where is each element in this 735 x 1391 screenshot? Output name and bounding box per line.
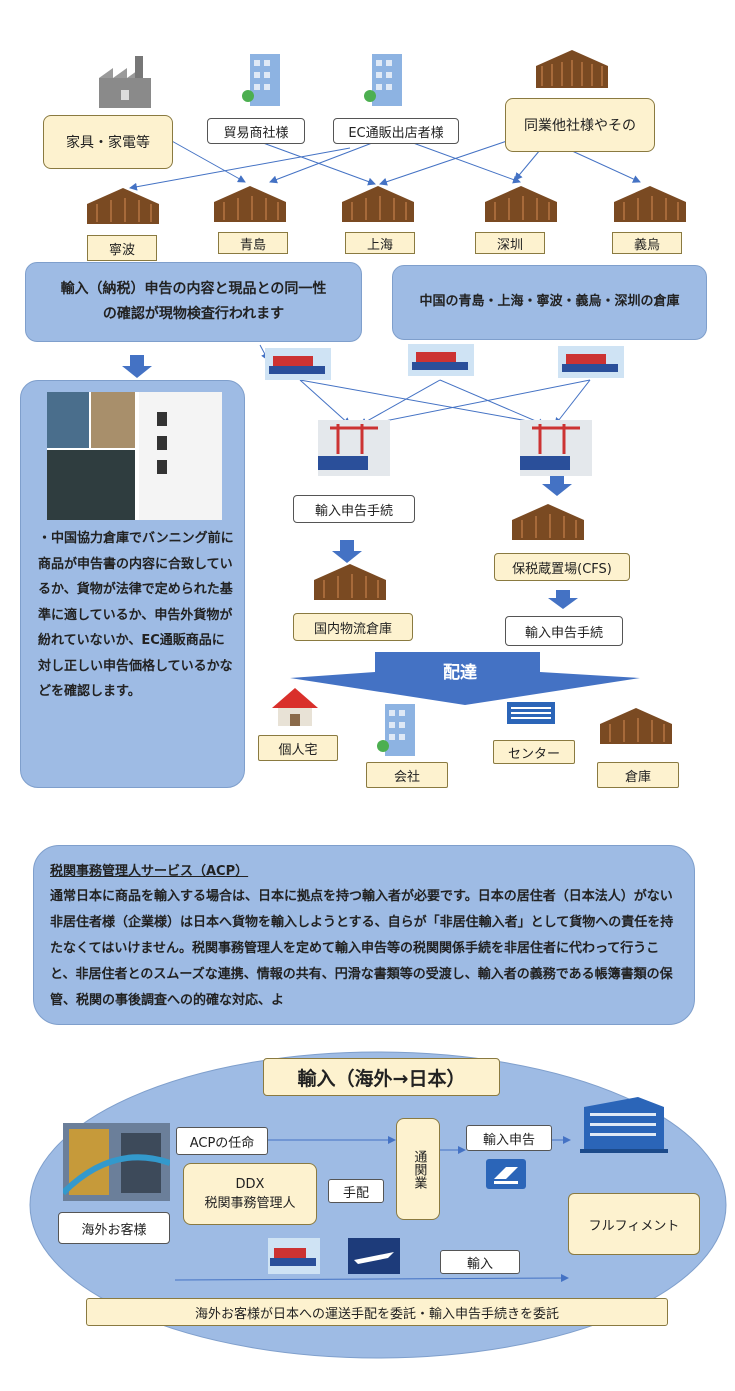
- arrange-box: 手配: [328, 1179, 384, 1203]
- warehouse-icon: [598, 704, 674, 750]
- building-icon: [240, 52, 290, 108]
- port-icon: [520, 420, 592, 476]
- customs-check-icon: [486, 1159, 526, 1189]
- inspection-note: 輸入（納税）申告の内容と現品との同一性の確認が現物検査行われます: [25, 262, 362, 342]
- customs-broker-label: 通関業: [411, 1149, 427, 1189]
- warehouse-icon: [212, 182, 288, 228]
- delivery-label: 配達: [443, 663, 477, 683]
- china-warehouses-note: 中国の青島・上海・寧波・義烏・深圳の倉庫: [392, 265, 707, 340]
- acp-title: 税関事務管理人サービス（ACP）: [50, 864, 249, 879]
- delivery-arrow: [290, 652, 640, 705]
- import-title: 輸入（海外→日本）: [263, 1058, 500, 1096]
- building-icon: [375, 702, 425, 758]
- import-declaration-box: 輸入申告: [466, 1125, 552, 1151]
- product-photos: [47, 392, 222, 520]
- warehouse-icon: [312, 560, 388, 606]
- source-furniture: 家具・家電等: [43, 115, 173, 169]
- ddx-box: DDX 税関事務管理人: [183, 1163, 317, 1225]
- warehouse-icon: [510, 500, 586, 546]
- ship-icon: [265, 348, 331, 380]
- warehouse-label-qingdao: 青島: [218, 232, 288, 254]
- source-ec: EC通販出店者様: [333, 118, 459, 144]
- source-arrows: [129, 139, 641, 191]
- import-arrows: [174, 1136, 571, 1283]
- thick-arrows: [122, 355, 578, 609]
- import-box: 輸入: [440, 1250, 520, 1274]
- source-others: 同業他社様やその: [505, 98, 655, 152]
- import-declaration-left: 輸入申告手続: [293, 495, 415, 523]
- source-trading: 貿易商社様: [207, 118, 305, 144]
- port-icon: [318, 420, 390, 476]
- warehouse-icon: [483, 182, 559, 228]
- warehouse-label-ningbo: 寧波: [87, 235, 157, 261]
- ddx-role: 税関事務管理人: [204, 1196, 296, 1211]
- plane-icon: [348, 1238, 400, 1274]
- house-icon: [270, 686, 320, 728]
- ship-icon: [268, 1238, 320, 1274]
- customs-building-icon: [578, 1093, 670, 1155]
- center-icon: [505, 696, 557, 726]
- overseas-customer: 海外お客様: [58, 1212, 170, 1244]
- ship-arrows: [259, 344, 591, 428]
- import-declaration-right: 輸入申告手続: [505, 616, 623, 646]
- domestic-warehouse: 国内物流倉庫: [293, 613, 413, 641]
- fulfillment-box: フルフィメント: [568, 1193, 700, 1255]
- acp-panel: [33, 845, 695, 1025]
- bonded-area: 保税蔵置場(CFS): [494, 553, 630, 581]
- acp-appoint: ACPの任命: [176, 1127, 268, 1155]
- acp-body: 通常日本に商品を輸入する場合は、日本に拠点を持つ輸入者が必要です。日本の居住者（…: [50, 889, 674, 1008]
- warehouse-icon: [532, 44, 612, 94]
- destination-center: センター: [493, 740, 575, 764]
- warehouse-icon: [612, 182, 688, 228]
- destination-company: 会社: [366, 762, 448, 788]
- warehouse-label-yiwu: 義烏: [612, 232, 682, 254]
- warehouse-label-shanghai: 上海: [345, 232, 415, 254]
- building-icon: [362, 52, 412, 108]
- factory-icon: [95, 52, 155, 108]
- warehouse-label-shenzhen: 深圳: [475, 232, 545, 254]
- destination-warehouse: 倉庫: [597, 762, 679, 788]
- warehouse-icon: [85, 184, 161, 230]
- destination-home: 個人宅: [258, 735, 338, 761]
- ship-icon: [408, 344, 474, 376]
- check-text: ・中国協力倉庫でバンニング前に商品が申告書の内容に合致しているか、貨物が法律で定…: [38, 531, 234, 699]
- ship-icon: [558, 346, 624, 378]
- footer-note: 海外お客様が日本への運送手配を委託・輸入申告手続きを委託: [86, 1298, 668, 1326]
- warehouse-icon: [340, 182, 416, 228]
- customs-broker: 通関業: [396, 1118, 440, 1220]
- customer-photo: [63, 1123, 170, 1201]
- ddx-label: DDX: [235, 1176, 265, 1192]
